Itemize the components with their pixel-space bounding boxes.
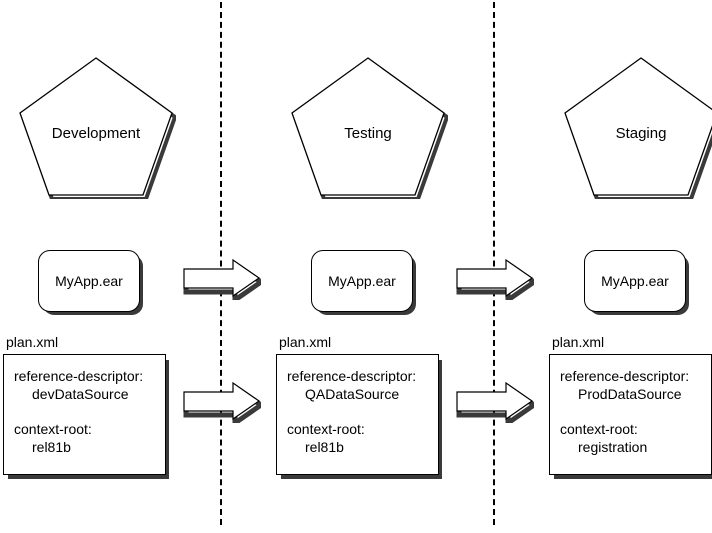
plan-entry-value: ProdDataSource: [578, 385, 682, 402]
arrow-app-test-to-staging: [456, 258, 534, 300]
plan-entry-value: rel81b: [305, 438, 344, 455]
plan-entry: context-root: rel81b: [14, 421, 165, 457]
plan-box-testing: reference-descriptor: QADataSource conte…: [276, 354, 439, 475]
plan-entry: context-root: registration: [560, 421, 711, 457]
plan-entry-value: QADataSource: [305, 385, 400, 402]
plan-entry: reference-descriptor: QADataSource: [287, 368, 438, 404]
environment-label-testing: Testing: [344, 125, 392, 142]
plan-spacer: [14, 404, 165, 421]
artifact-box-development: MyApp.ear: [38, 250, 140, 312]
environment-label-development: Development: [51, 125, 141, 142]
arrow-app-dev-to-test: [183, 258, 261, 300]
plan-entry-key: reference-descriptor:: [560, 368, 690, 384]
artifact-box-staging: MyApp.ear: [584, 250, 686, 312]
artifact-label-testing: MyApp.ear: [328, 273, 396, 289]
plan-entry: reference-descriptor: devDataSource: [14, 368, 165, 404]
plan-entry-key: context-root:: [287, 420, 365, 437]
plan-entry-key: reference-descriptor:: [287, 368, 417, 384]
artifact-label-staging: MyApp.ear: [601, 273, 669, 289]
environment-shape-testing: Testing: [288, 47, 448, 199]
artifact-label-development: MyApp.ear: [55, 273, 123, 289]
plan-entry-value: devDataSource: [32, 385, 129, 402]
environment-label-staging: Staging: [615, 125, 667, 142]
plan-entry: reference-descriptor: ProdDataSource: [560, 368, 711, 404]
plan-entry-key: context-root:: [14, 420, 92, 437]
arrow-plan-dev-to-test: [183, 381, 261, 423]
plan-file-label-development: plan.xml: [6, 334, 59, 350]
environment-shape-staging: Staging: [561, 47, 712, 199]
divider-test-staging: [493, 2, 495, 525]
arrow-plan-test-to-staging: [456, 381, 534, 423]
artifact-box-testing: MyApp.ear: [311, 250, 413, 312]
plan-spacer: [560, 404, 711, 421]
plan-file-label-testing: plan.xml: [279, 334, 332, 350]
plan-entry-key: reference-descriptor:: [14, 368, 144, 384]
plan-entry: context-root: rel81b: [287, 421, 438, 457]
plan-entry-key: context-root:: [560, 420, 638, 437]
plan-file-label-staging: plan.xml: [552, 334, 605, 350]
plan-box-development: reference-descriptor: devDataSource cont…: [3, 354, 166, 475]
plan-entry-value: registration: [578, 438, 648, 455]
environment-shape-development: Development: [16, 47, 176, 199]
plan-box-staging: reference-descriptor: ProdDataSource con…: [549, 354, 712, 475]
divider-dev-test: [220, 2, 222, 525]
plan-entry-value: rel81b: [32, 438, 71, 455]
plan-spacer: [287, 404, 438, 421]
